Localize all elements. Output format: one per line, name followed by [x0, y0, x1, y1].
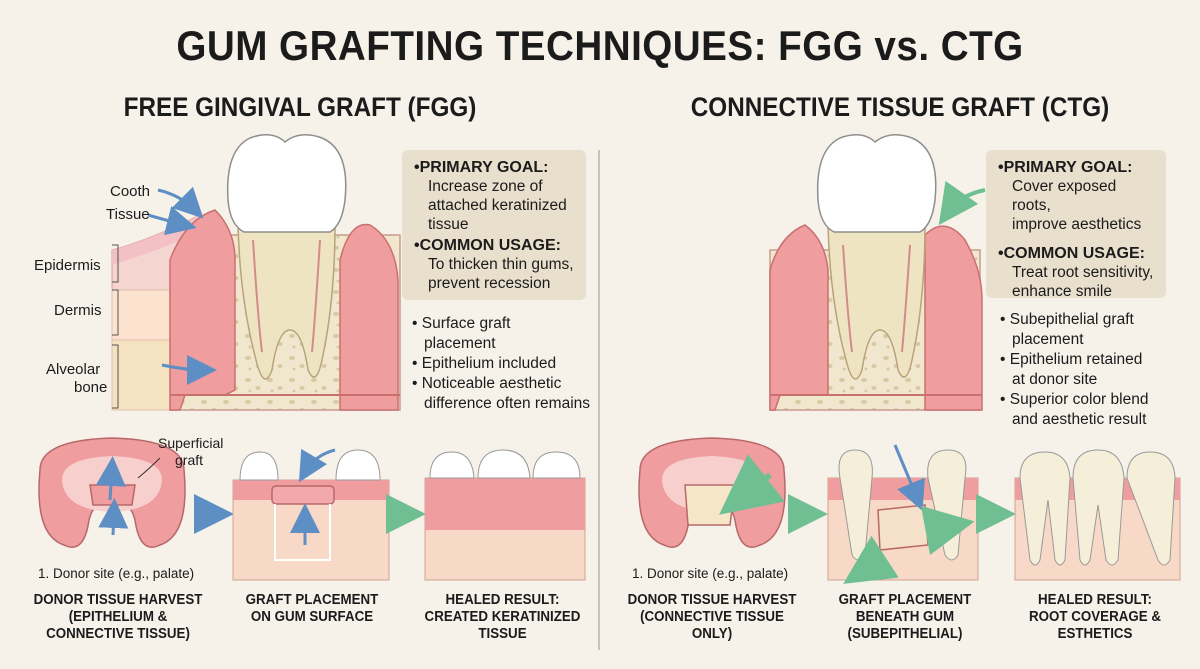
fgg-goal-line: Increase zone of [428, 178, 543, 195]
fgg-bullet: Epithelium included [410, 354, 600, 374]
fgg-step-healed [424, 449, 586, 581]
ctg-usage-label: COMMON USAGE: [998, 244, 1156, 263]
ctg-step-placement [827, 444, 979, 584]
fgg-usage-line: To thicken thin gums, [428, 256, 574, 273]
fgg-step-1-caption: DONOR TISSUE HARVEST(EPITHELIUM &CONNECT… [33, 592, 203, 642]
label-cooth: Cooth [110, 183, 151, 200]
ctg-title: CONNECTIVE TISSUE GRAFT (CTG) [690, 92, 1110, 122]
fgg-tooth-cross-section [111, 134, 401, 411]
ctg-step-3-caption: HEALED RESULT:ROOT COVERAGE &ESTHETICS [1029, 592, 1161, 642]
ctg-info-box: PRIMARY GOAL: Cover exposed roots, impro… [986, 150, 1166, 300]
fgg-goal-label: PRIMARY GOAL: [414, 158, 576, 177]
main-title: GUM GRAFTING TECHNIQUES: FGG vs. CTG [176, 22, 1024, 69]
fgg-step-placement [232, 448, 390, 581]
label-alveolar: Alveolar [46, 361, 101, 378]
ctg-goal-line: Cover exposed roots, [1012, 178, 1117, 214]
ctg-step-healed [1014, 449, 1181, 581]
ctg-goal-line: improve aesthetics [1012, 216, 1142, 233]
label-bone: bone [74, 379, 108, 396]
ctg-goal-label: PRIMARY GOAL: [998, 158, 1156, 177]
label-superficial: Superficial [158, 435, 224, 451]
label-tissue: Tissue [106, 206, 150, 223]
fgg-donor-note: 1. Donor site (e.g., palate) [38, 566, 195, 581]
fgg-info-box: PRIMARY GOAL: Increase zone of attached … [402, 150, 586, 300]
fgg-goal-line: attached keratinized [428, 197, 567, 214]
ctg-tooth-cross-section [769, 134, 986, 411]
ctg-donor-note: 1. Donor site (e.g., palate) [632, 566, 789, 581]
ctg-usage-line: enhance smile [1012, 283, 1112, 300]
label-graft: graft [175, 452, 204, 468]
ctg-step-palate [638, 437, 786, 548]
fgg-usage-line: prevent recession [428, 275, 551, 292]
label-epidermis: Epidermis [34, 257, 101, 274]
fgg-step-palate [38, 437, 186, 548]
ctg-usage-line: Treat root sensitivity, [1012, 264, 1154, 281]
fgg-goal-line: tissue [428, 216, 469, 233]
label-dermis: Dermis [54, 302, 102, 319]
fgg-usage-label: COMMON USAGE: [414, 236, 576, 255]
fgg-title: FREE GINGIVAL GRAFT (FGG) [123, 92, 477, 122]
